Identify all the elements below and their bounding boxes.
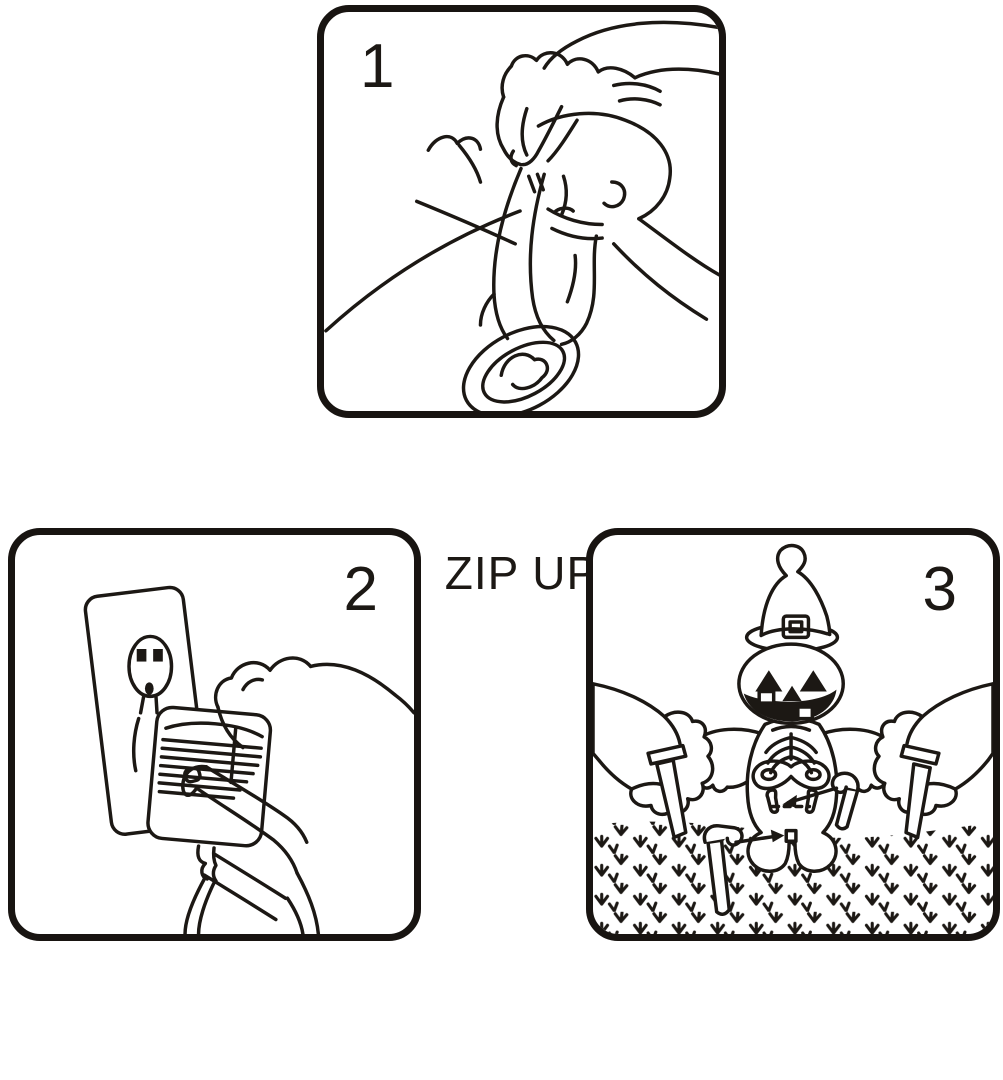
step-1-panel: 1 (317, 5, 726, 418)
left-stake (646, 743, 688, 766)
step-2-caption: PLUG IN &INFLATE (8, 976, 421, 1080)
nose (782, 685, 802, 702)
plug-in-illustration (83, 585, 414, 934)
left-hand (593, 682, 715, 840)
step-2-number: 2 (343, 555, 378, 624)
tie-point-arrows (734, 786, 839, 844)
step-1-number: 1 (360, 32, 395, 101)
right-hand (872, 682, 993, 840)
step-3-number: 3 (922, 555, 957, 624)
hand (181, 656, 414, 934)
step-3-panel: 3 (586, 528, 1000, 941)
zip-up-illustration (324, 20, 719, 411)
right-stake (899, 743, 941, 766)
ground-stake-mid (830, 771, 860, 831)
step-2-panel: 2 (8, 528, 421, 941)
upper-hand (495, 20, 719, 168)
pelvis (751, 759, 831, 791)
step-3-caption: SECURE TIES &STAKES (586, 976, 1000, 1080)
pumpkin-figure (684, 543, 900, 873)
ground-stake-front (702, 824, 744, 916)
right-eye (799, 670, 827, 692)
left-eye (755, 670, 783, 692)
inflatable-fabric (324, 134, 522, 333)
left-hip-bone (765, 788, 780, 814)
grass (593, 821, 993, 934)
zipper-opening (461, 166, 581, 411)
secure-illustration (593, 543, 993, 934)
zipper-tab (784, 828, 798, 843)
power-cord (183, 844, 218, 934)
witch-hat (759, 543, 832, 638)
power-adapter (146, 705, 273, 848)
hat-buckle (781, 614, 811, 640)
lower-hand (536, 111, 719, 347)
